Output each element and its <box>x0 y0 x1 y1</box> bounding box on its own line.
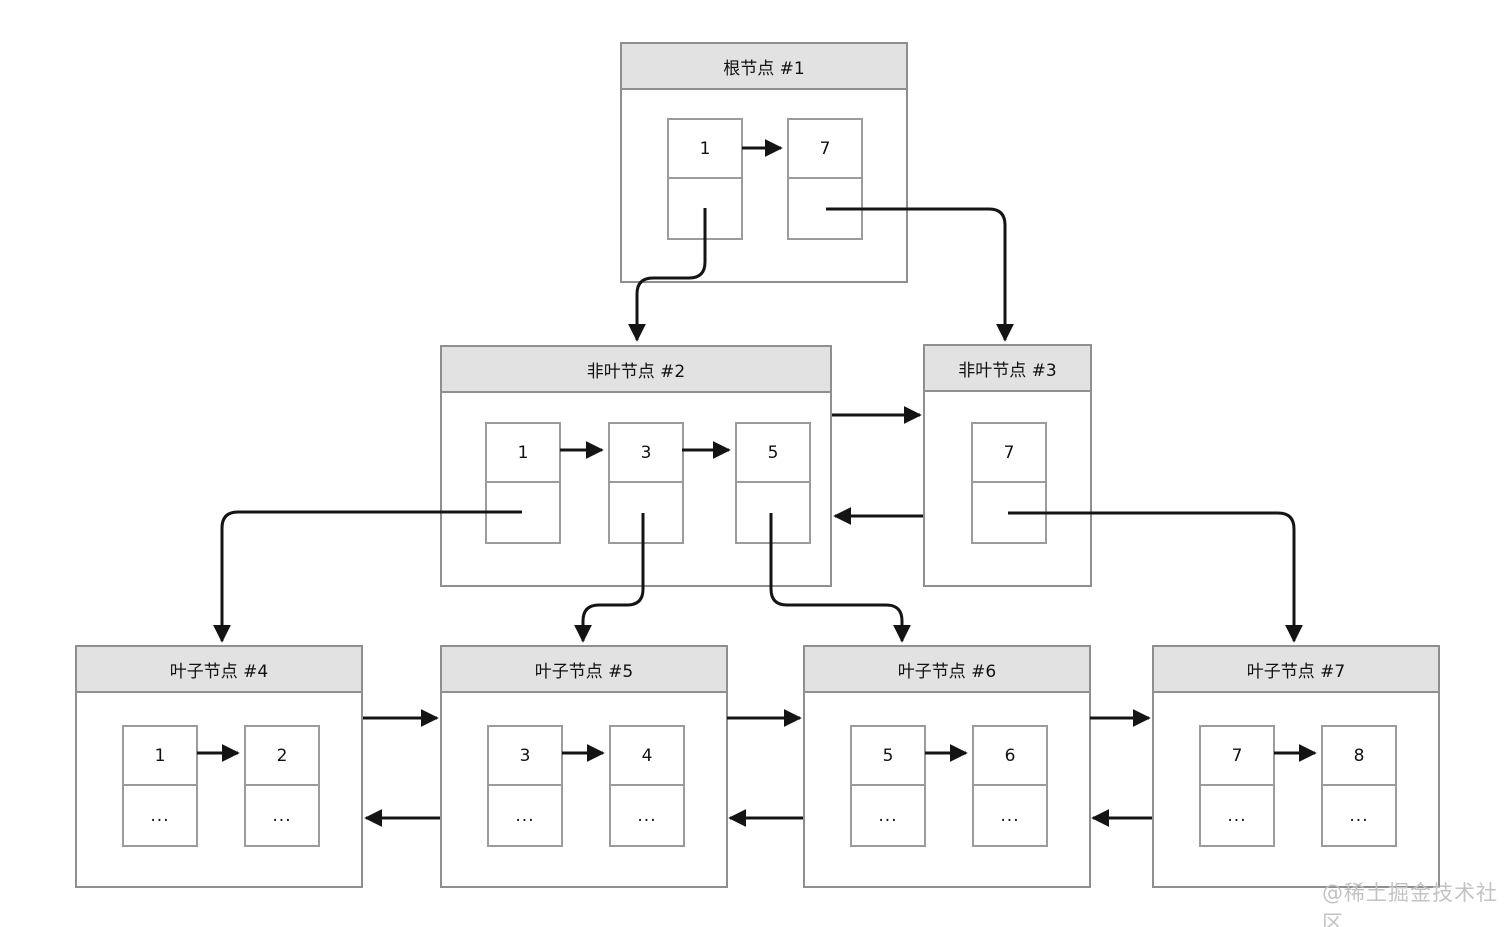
node-leaf7-header: 叶子节点 #7 <box>1154 647 1438 693</box>
node-leaf6-cell-0: 5 ... <box>850 725 926 847</box>
node-leaf7: 叶子节点 #7 7 ... 8 ... <box>1152 645 1440 888</box>
cell-pointer: ... <box>272 805 292 826</box>
cell-key: 3 <box>610 424 682 483</box>
node-leaf5-header: 叶子节点 #5 <box>442 647 726 693</box>
node-leaf5-cell-1: 4 ... <box>609 725 685 847</box>
cell-pointer: ... <box>1227 805 1247 826</box>
cell-pointer <box>737 483 809 542</box>
cell-key: 1 <box>487 424 559 483</box>
node-internal2-title: 非叶节点 #2 <box>586 361 686 382</box>
node-leaf4-title: 叶子节点 #4 <box>169 661 269 682</box>
cell-key: 3 <box>489 727 561 786</box>
node-internal3: 非叶节点 #3 7 <box>923 344 1092 587</box>
node-root-cell-1: 7 <box>787 118 863 240</box>
cell-key: 7 <box>973 424 1045 483</box>
cell-pointer: ... <box>515 805 535 826</box>
node-leaf6-cell-1: 6 ... <box>972 725 1048 847</box>
cell-key: 7 <box>1201 727 1273 786</box>
cell-pointer <box>487 483 559 542</box>
cell-pointer: ... <box>1349 805 1369 826</box>
cell-key: 5 <box>737 424 809 483</box>
node-leaf6: 叶子节点 #6 5 ... 6 ... <box>803 645 1091 888</box>
node-root: 根节点 #1 1 7 <box>620 42 908 283</box>
cell-pointer: ... <box>637 805 657 826</box>
node-internal2-header: 非叶节点 #2 <box>442 347 830 393</box>
node-leaf7-cell-1: 8 ... <box>1321 725 1397 847</box>
node-leaf6-header: 叶子节点 #6 <box>805 647 1089 693</box>
node-leaf5-title: 叶子节点 #5 <box>534 661 634 682</box>
cell-pointer <box>669 179 741 238</box>
cell-pointer <box>789 179 861 238</box>
node-leaf6-title: 叶子节点 #6 <box>897 661 997 682</box>
node-internal2-cell-2: 5 <box>735 422 811 544</box>
cell-key: 6 <box>974 727 1046 786</box>
node-leaf7-title: 叶子节点 #7 <box>1246 661 1346 682</box>
node-internal2-cell-0: 1 <box>485 422 561 544</box>
node-internal3-title: 非叶节点 #3 <box>958 360 1057 381</box>
cell-pointer: ... <box>150 805 170 826</box>
cell-key: 7 <box>789 120 861 179</box>
cell-key: 1 <box>669 120 741 179</box>
node-internal3-cell-0: 7 <box>971 422 1047 544</box>
node-internal3-header: 非叶节点 #3 <box>925 346 1090 392</box>
node-root-title: 根节点 #1 <box>723 58 805 79</box>
watermark: @稀土掘金技术社区 <box>1322 881 1498 927</box>
cell-key: 4 <box>611 727 683 786</box>
cell-pointer <box>610 483 682 542</box>
node-leaf4: 叶子节点 #4 1 ... 2 ... <box>75 645 363 888</box>
cell-key: 8 <box>1323 727 1395 786</box>
node-leaf5: 叶子节点 #5 3 ... 4 ... <box>440 645 728 888</box>
node-internal2: 非叶节点 #2 1 3 5 <box>440 345 832 587</box>
cell-key: 2 <box>246 727 318 786</box>
node-leaf4-cell-0: 1 ... <box>122 725 198 847</box>
node-leaf4-header: 叶子节点 #4 <box>77 647 361 693</box>
node-root-cell-0: 1 <box>667 118 743 240</box>
cell-pointer: ... <box>1000 805 1020 826</box>
cell-key: 5 <box>852 727 924 786</box>
cell-key: 1 <box>124 727 196 786</box>
cell-pointer <box>973 483 1045 542</box>
node-leaf4-cell-1: 2 ... <box>244 725 320 847</box>
node-root-header: 根节点 #1 <box>622 44 906 90</box>
cell-pointer: ... <box>878 805 898 826</box>
node-leaf7-cell-0: 7 ... <box>1199 725 1275 847</box>
node-internal2-cell-1: 3 <box>608 422 684 544</box>
node-leaf5-cell-0: 3 ... <box>487 725 563 847</box>
